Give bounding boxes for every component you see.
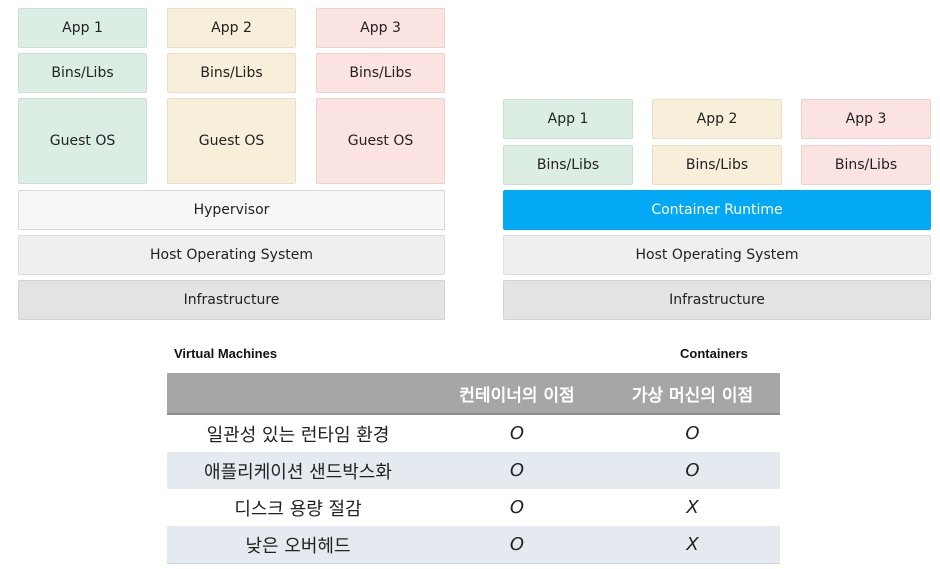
container-app-2: App 2	[652, 99, 782, 139]
vm-hypervisor: Hypervisor	[18, 190, 445, 230]
vm-guest-os-3: Guest OS	[316, 98, 445, 184]
container-mark: O	[429, 489, 605, 526]
table-row: 애플리케이션 샌드박스화 O O	[167, 452, 780, 489]
table-row: 디스크 용량 절감 O X	[167, 489, 780, 526]
container-bins-libs-1: Bins/Libs	[503, 145, 633, 185]
vm-mark: X	[605, 526, 780, 564]
vm-mark: X	[605, 489, 780, 526]
container-runtime: Container Runtime	[503, 190, 931, 230]
container-bins-libs-3: Bins/Libs	[801, 145, 931, 185]
table-header-row: 컨테이너의 이점 가상 머신의 이점	[167, 373, 780, 415]
container-mark: O	[429, 526, 605, 564]
header-container-benefit: 컨테이너의 이점	[429, 373, 605, 415]
vm-bins-libs-3: Bins/Libs	[316, 53, 445, 93]
header-feature	[167, 373, 429, 415]
vm-host-os: Host Operating System	[18, 235, 445, 275]
vm-mark: O	[605, 452, 780, 489]
vm-caption: Virtual Machines	[174, 346, 278, 361]
container-host-os: Host Operating System	[503, 235, 931, 275]
vm-app-1: App 1	[18, 8, 147, 48]
table-row: 낮은 오버헤드 O X	[167, 526, 780, 564]
vm-bins-libs-1: Bins/Libs	[18, 53, 147, 93]
container-mark: O	[429, 414, 605, 452]
comparison-table: 컨테이너의 이점 가상 머신의 이점 일관성 있는 런타임 환경 O O 애플리…	[167, 373, 780, 564]
container-infrastructure: Infrastructure	[503, 280, 931, 320]
vm-app-2: App 2	[167, 8, 296, 48]
vm-guest-os-2: Guest OS	[167, 98, 296, 184]
container-app-3: App 3	[801, 99, 931, 139]
table-row: 일관성 있는 런타임 환경 O O	[167, 414, 780, 452]
feature-cell: 낮은 오버헤드	[167, 526, 429, 564]
feature-cell: 일관성 있는 런타임 환경	[167, 414, 429, 452]
feature-cell: 애플리케이션 샌드박스화	[167, 452, 429, 489]
vm-guest-os-1: Guest OS	[18, 98, 147, 184]
vm-bins-libs-2: Bins/Libs	[167, 53, 296, 93]
container-mark: O	[429, 452, 605, 489]
container-bins-libs-2: Bins/Libs	[652, 145, 782, 185]
container-app-1: App 1	[503, 99, 633, 139]
container-caption: Containers	[680, 346, 748, 361]
vm-mark: O	[605, 414, 780, 452]
header-vm-benefit: 가상 머신의 이점	[605, 373, 780, 415]
vm-infrastructure: Infrastructure	[18, 280, 445, 320]
vm-app-3: App 3	[316, 8, 445, 48]
feature-cell: 디스크 용량 절감	[167, 489, 429, 526]
